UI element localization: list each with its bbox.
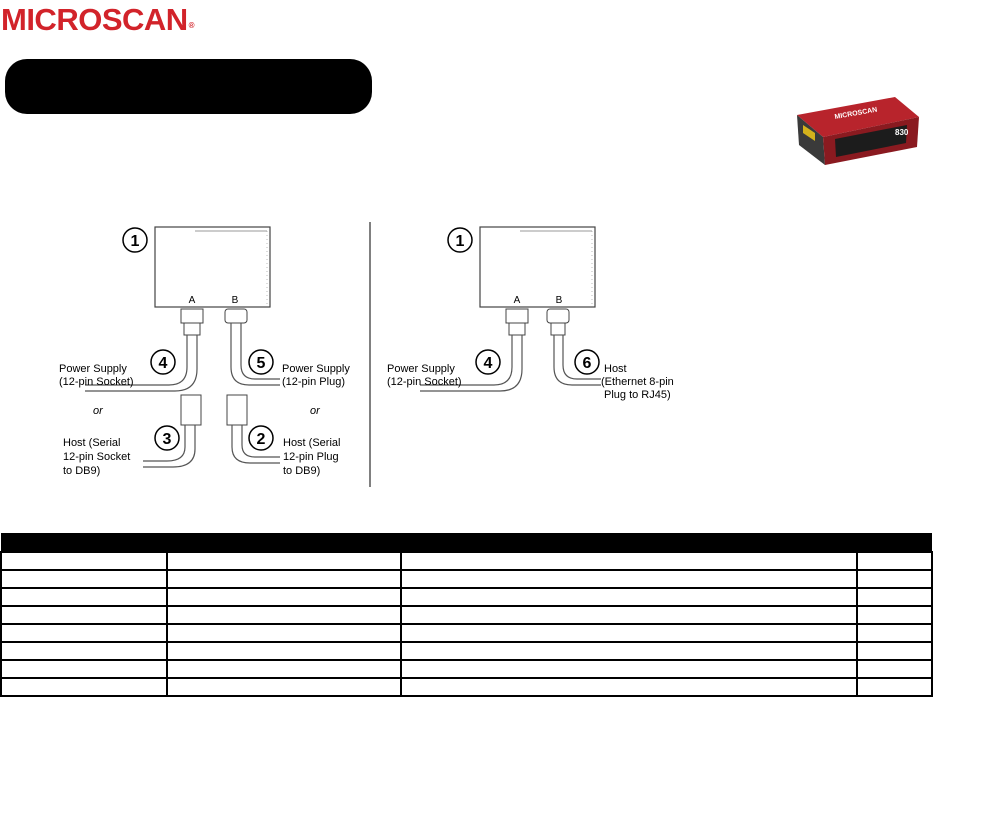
callout-2-line2: 12-pin Plug — [283, 451, 339, 463]
table-cell — [1, 624, 167, 642]
table-cell — [167, 624, 401, 642]
table-cell — [401, 642, 857, 660]
callout-5-line1: Power Supply — [282, 363, 350, 375]
table-cell — [1, 660, 167, 678]
table-cell — [401, 660, 857, 678]
table-cell — [401, 552, 857, 570]
callout-6-number: 6 — [583, 355, 592, 372]
callout-6-line2: (Ethernet 8-pin — [601, 376, 674, 388]
title-banner — [5, 59, 372, 114]
table-cell — [857, 624, 932, 642]
table-cell — [857, 678, 932, 696]
callout-6-line3: Plug to RJ45) — [604, 389, 671, 401]
callout-5-line2: (12-pin Plug) — [282, 376, 345, 388]
table-header-cell-1 — [1, 533, 167, 552]
table-cell — [1, 588, 167, 606]
connector-a-left — [181, 309, 203, 323]
table-cell — [401, 570, 857, 588]
connector-a-nut — [184, 323, 200, 335]
connector-a-nut-right — [509, 323, 525, 335]
table-cell — [167, 678, 401, 696]
table-cell — [1, 642, 167, 660]
or-label-right: or — [310, 405, 321, 417]
table-cell — [857, 606, 932, 624]
connector-b-nut-right — [551, 323, 565, 335]
or-label-left: or — [93, 405, 104, 417]
table-cell — [1, 678, 167, 696]
table-cell — [857, 570, 932, 588]
table-cell — [167, 552, 401, 570]
table-cell — [1, 570, 167, 588]
table-header-cell-2 — [167, 533, 401, 552]
registered-mark: ® — [189, 21, 194, 30]
callout-6-line1: Host — [604, 363, 627, 375]
connector-b-right — [547, 309, 569, 323]
connection-diagram: 1 A B 4 Power Supply (12-pin Socket) 5 P… — [35, 217, 735, 492]
connector-2 — [227, 395, 247, 425]
table-cell — [401, 588, 857, 606]
table-cell — [857, 588, 932, 606]
table-cell — [167, 642, 401, 660]
callout-5-number: 5 — [257, 355, 266, 372]
table-row — [1, 606, 932, 624]
table-header-cell-4 — [857, 533, 932, 552]
parts-table — [0, 533, 933, 697]
table-cell — [167, 570, 401, 588]
callout-1-number: 1 — [131, 233, 140, 250]
table-cell — [167, 660, 401, 678]
table-cell — [1, 552, 167, 570]
scanner-model-text: 830 — [895, 128, 909, 137]
table-cell — [167, 606, 401, 624]
port-b-label: B — [232, 295, 239, 306]
table-cell — [857, 552, 932, 570]
table-cell — [401, 624, 857, 642]
table-row — [1, 588, 932, 606]
table-body — [1, 552, 932, 696]
port-a-label-right: A — [514, 295, 521, 306]
callout-4-right-line2: (12-pin Socket) — [387, 376, 462, 388]
table-cell — [401, 606, 857, 624]
barcode-scanner-photo: MICROSCAN 830 — [795, 95, 920, 167]
table-header-row — [1, 533, 932, 552]
table-row — [1, 660, 932, 678]
port-a-label: A — [189, 295, 196, 306]
callout-4-right-line1: Power Supply — [387, 363, 455, 375]
callout-3-line3: to DB9) — [63, 465, 100, 477]
connector-b-left — [225, 309, 247, 323]
table-row — [1, 678, 932, 696]
scanner-box-left — [155, 227, 270, 307]
callout-1-number-right: 1 — [456, 233, 465, 250]
callout-3-number: 3 — [163, 431, 172, 448]
callout-3-line1: Host (Serial — [63, 437, 120, 449]
port-b-label-right: B — [556, 295, 563, 306]
table-row — [1, 552, 932, 570]
table-header-cell-3 — [401, 533, 857, 552]
table-cell — [167, 588, 401, 606]
callout-4-number-right: 4 — [484, 355, 493, 372]
table-row — [1, 642, 932, 660]
connector-3 — [181, 395, 201, 425]
callout-2-line3: to DB9) — [283, 465, 320, 477]
connector-a-right — [506, 309, 528, 323]
callout-4-number: 4 — [159, 355, 168, 372]
callout-4-line2: (12-pin Socket) — [59, 376, 134, 388]
table-cell — [401, 678, 857, 696]
right-connection-panel: 1 A B 4 Power Supply (12-pin Socket) 6 H… — [387, 227, 674, 401]
callout-4-line1: Power Supply — [59, 363, 127, 375]
microscan-logo: MICROSCAN® — [1, 2, 194, 38]
callout-3-line2: 12-pin Socket — [63, 451, 130, 463]
scanner-box-right — [480, 227, 595, 307]
callout-2-number: 2 — [257, 431, 266, 448]
left-connection-panel: 1 A B 4 Power Supply (12-pin Socket) 5 P… — [59, 227, 350, 477]
callout-2-line1: Host (Serial — [283, 437, 340, 449]
table-row — [1, 624, 932, 642]
logo-text: MICROSCAN — [1, 2, 188, 37]
table-row — [1, 570, 932, 588]
table-cell — [857, 642, 932, 660]
table-cell — [857, 660, 932, 678]
table-cell — [1, 606, 167, 624]
